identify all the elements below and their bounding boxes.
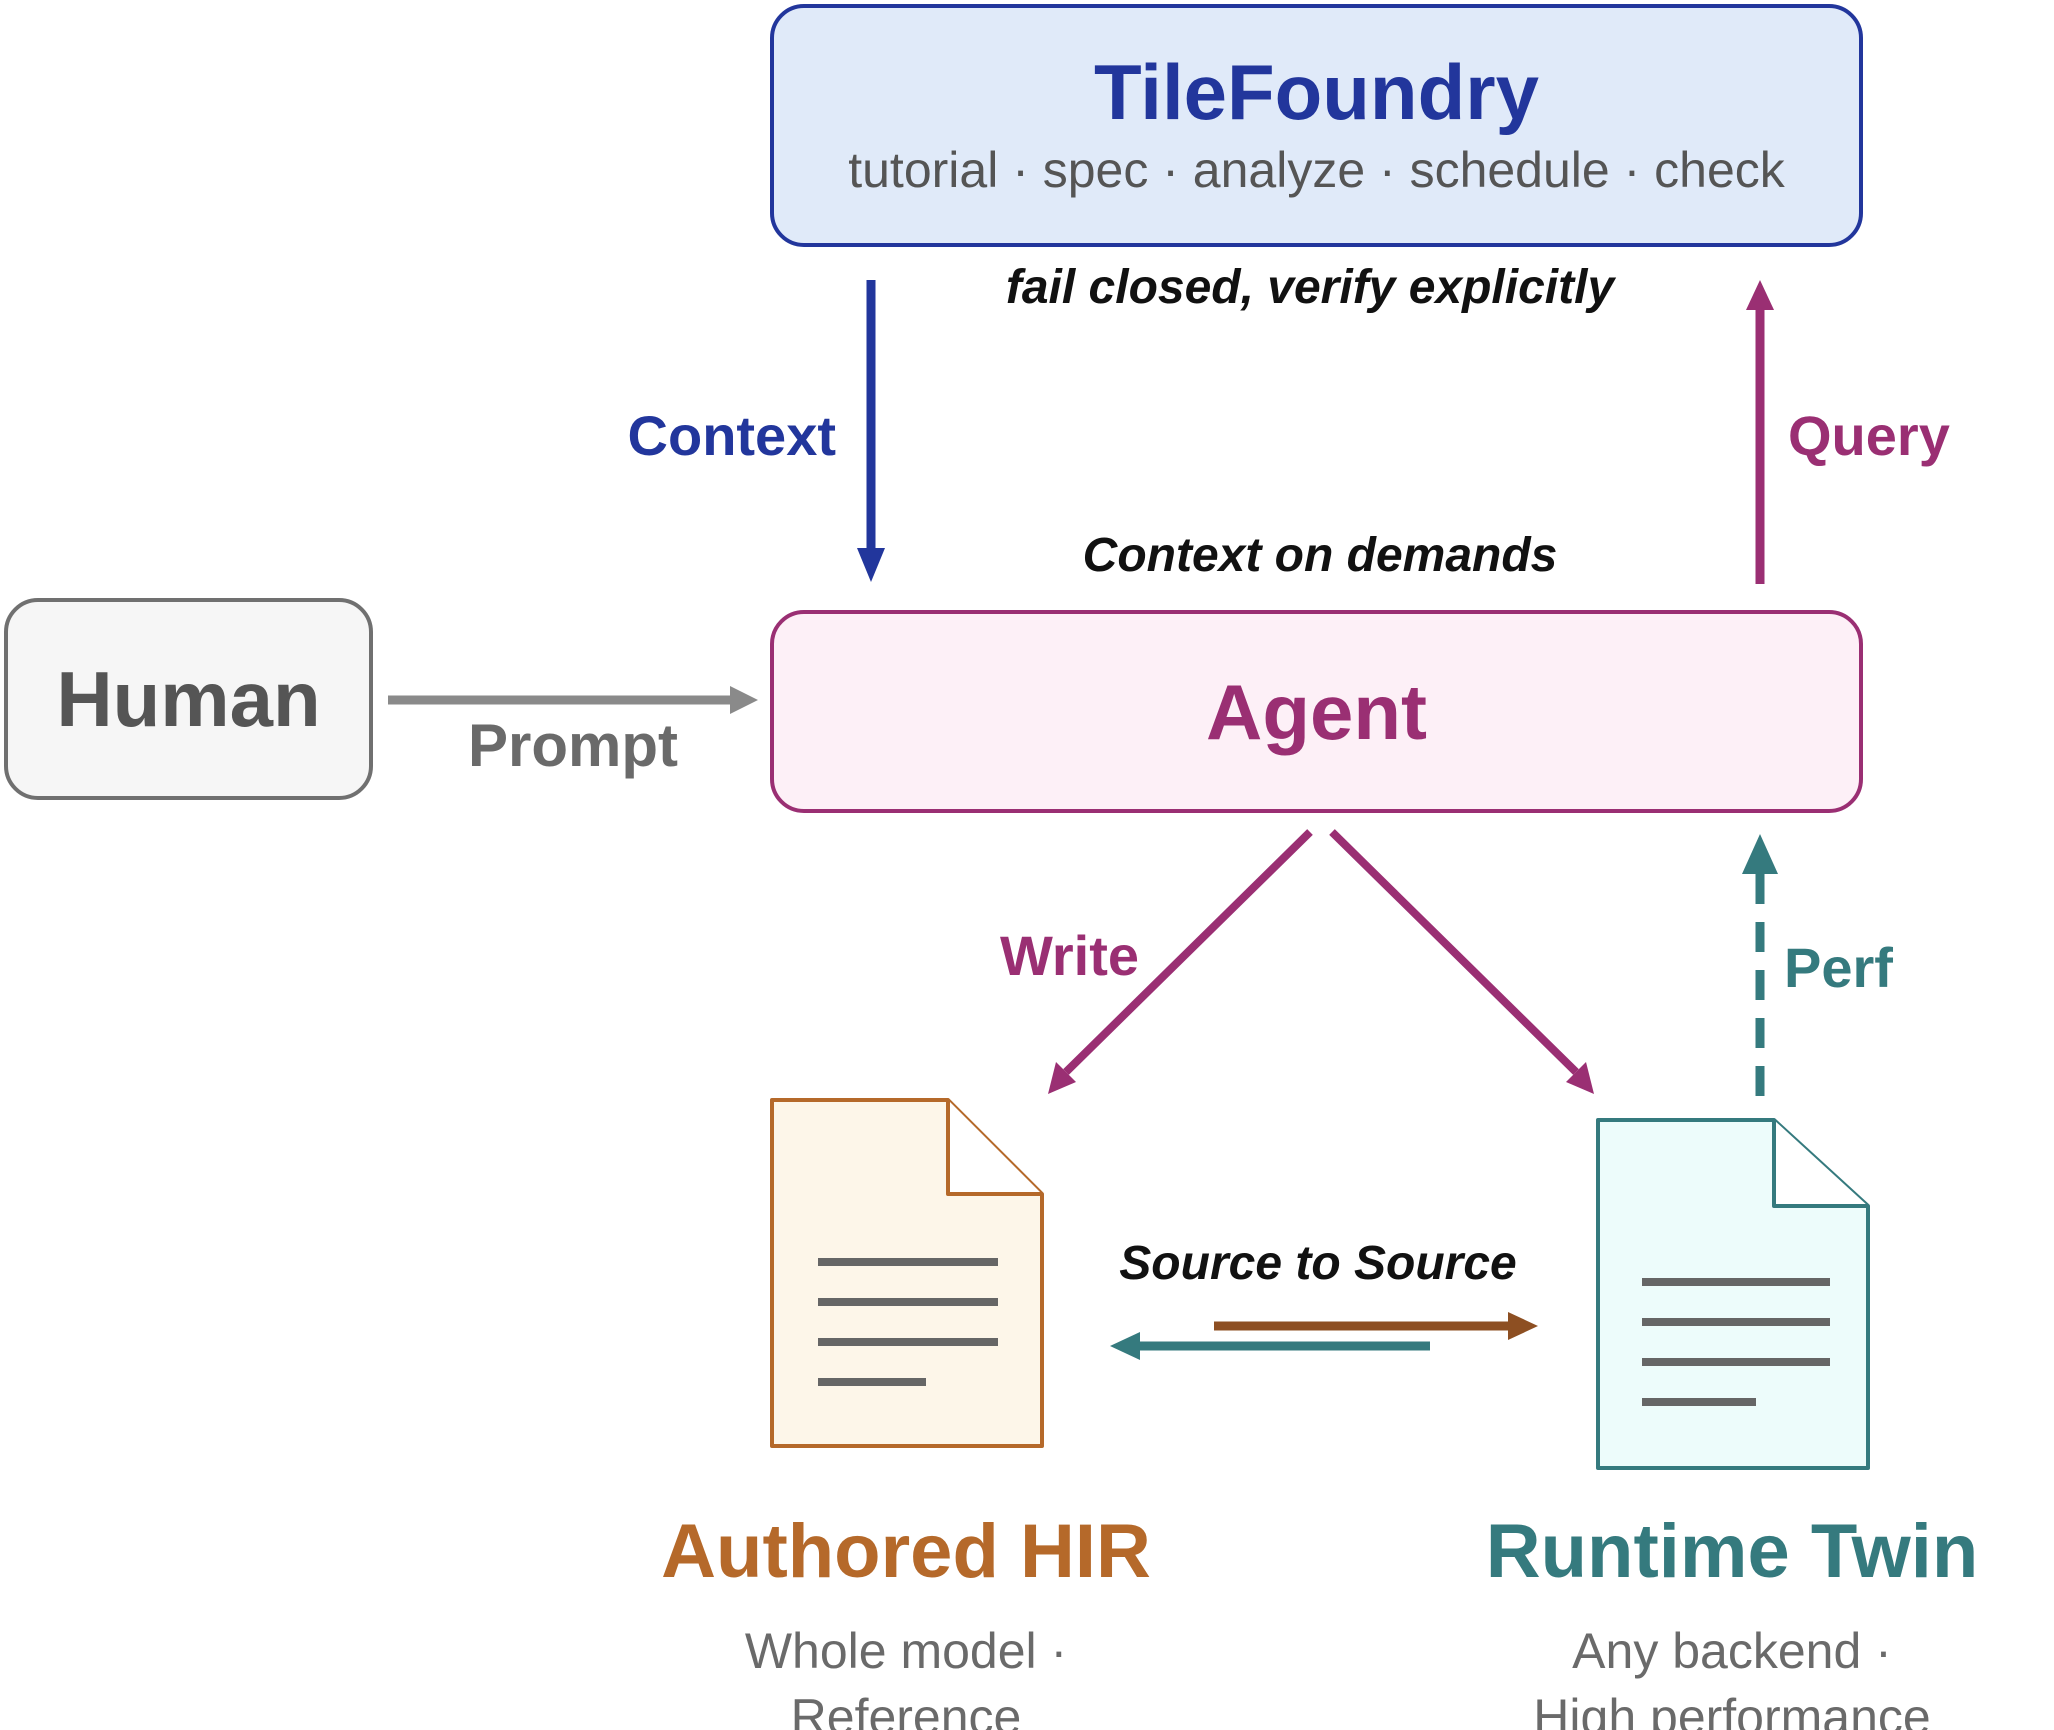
context-arrow: [857, 280, 885, 582]
authored-hir-desc-line1: Whole model ·: [744, 1623, 1068, 1679]
document-icon: [1596, 1118, 1870, 1470]
source-to-source-arrow-back: [1110, 1332, 1430, 1360]
prompt-arrow: [388, 686, 758, 714]
perf-arrow: [1742, 834, 1778, 1096]
human-box: Human: [4, 598, 373, 800]
tilefoundry-box: TileFoundry tutorial · spec · analyze · …: [770, 4, 1863, 247]
fail-closed-note: fail closed, verify explicitly: [1005, 261, 1615, 314]
runtime-twin-desc-line1: Any backend ·: [1572, 1623, 1892, 1679]
tilefoundry-subtitle: tutorial · spec · analyze · schedule · c…: [848, 141, 1785, 198]
authored-hir-desc-line2: Reference: [790, 1689, 1022, 1730]
authored-hir-title: Authored HIR: [661, 1509, 1151, 1594]
runtime-twin-desc-line2: High performance: [1533, 1689, 1931, 1730]
human-title: Human: [56, 655, 321, 743]
context-label: Context: [627, 404, 836, 467]
tilefoundry-title: TileFoundry: [1094, 47, 1539, 136]
write-label: Write: [1000, 924, 1139, 987]
context-on-demands-note: Context on demands: [1082, 529, 1558, 582]
prompt-label: Prompt: [468, 712, 678, 779]
runtime-twin-title: Runtime Twin: [1485, 1509, 1979, 1594]
document-icon: [770, 1098, 1044, 1448]
write-arrow-left: [1048, 829, 1313, 1094]
source-to-source-label: Source to Source: [1119, 1237, 1517, 1290]
agent-box: Agent: [770, 610, 1863, 813]
agent-title: Agent: [1206, 667, 1427, 756]
write-arrow-right: [1329, 829, 1594, 1094]
perf-label: Perf: [1784, 936, 1893, 999]
query-arrow: [1746, 280, 1774, 584]
query-label: Query: [1788, 404, 1950, 467]
source-to-source-arrow-forward: [1214, 1312, 1538, 1340]
